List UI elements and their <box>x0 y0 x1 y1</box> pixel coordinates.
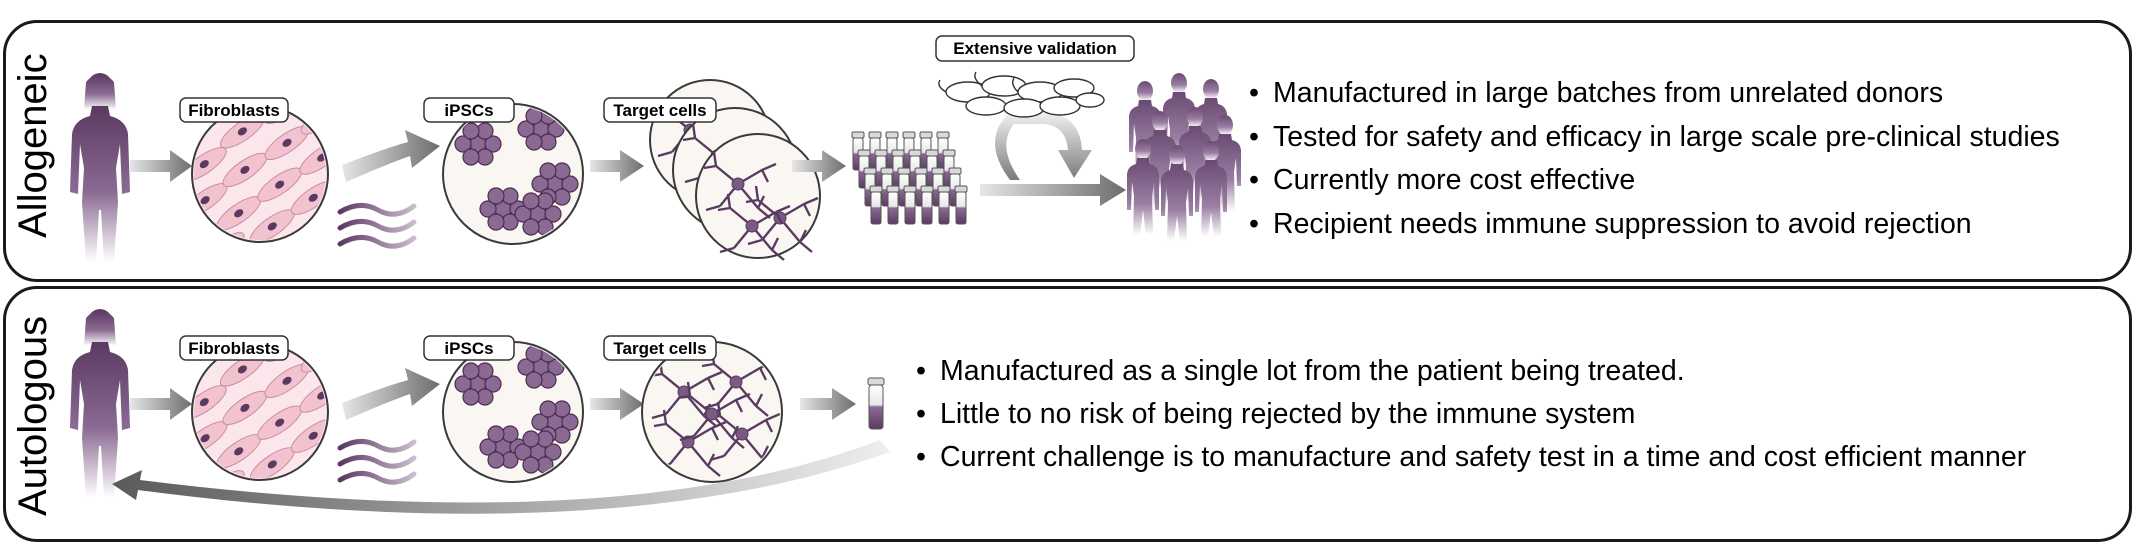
bullet-item: Recipient needs immune suppression to av… <box>1249 203 2060 247</box>
single-vial-icon <box>867 377 885 430</box>
arrow-icon <box>792 150 846 182</box>
reprogramming-waves-icon <box>337 439 417 485</box>
ipscs-tag: iPSCs <box>423 97 515 123</box>
bullet-item: Currently more cost effective <box>1249 159 2060 203</box>
svg-text:Fibroblasts: Fibroblasts <box>188 101 280 120</box>
reprogramming-arrow-icon <box>342 368 440 420</box>
autologous-bullet-list: Manufactured as a single lot from the pa… <box>916 350 2026 479</box>
arrow-icon <box>800 388 856 420</box>
bullet-item: Current challenge is to manufacture and … <box>916 436 2026 479</box>
fibroblasts-tag: Fibroblasts <box>179 97 289 123</box>
arrow-icon <box>130 388 192 420</box>
allogeneic-donor-icon <box>70 73 130 262</box>
svg-text:Target cells: Target cells <box>613 339 706 358</box>
ipsc-dish-icon <box>442 103 584 245</box>
bullet-item: Tested for safety and efficacy in large … <box>1249 116 2060 160</box>
vial-icon <box>886 185 900 225</box>
reprogramming-arrow-icon <box>342 130 440 182</box>
ipsc-dish-icon <box>442 341 584 483</box>
vial-icon <box>869 185 883 225</box>
allogeneic-bullet-list: Manufactured in large batches from unrel… <box>1249 72 2060 246</box>
target-cell-dish-icon <box>641 341 783 483</box>
autologous-patient-icon <box>70 309 130 498</box>
vial-icon <box>954 185 968 225</box>
reprogramming-waves-icon <box>337 203 417 249</box>
target-cells-tag: Target cells <box>603 97 717 123</box>
arrow-icon <box>590 388 644 420</box>
arrow-icon <box>980 174 1126 206</box>
recipients-crowd-icon <box>1127 73 1241 241</box>
svg-text:iPSCs: iPSCs <box>444 101 493 120</box>
vial-rack-icon <box>851 131 968 225</box>
extensive-validation-tag: Extensive validation <box>935 35 1135 62</box>
vial-icon <box>920 185 934 225</box>
vial-icon <box>903 185 917 225</box>
lab-mice-icon <box>938 71 1105 118</box>
fibroblasts-tag: Fibroblasts <box>179 335 289 361</box>
return-arrow-icon <box>112 440 890 514</box>
bullet-item: Manufactured in large batches from unrel… <box>1249 72 2060 116</box>
autologous-label: Autologous <box>11 316 55 516</box>
target-cells-tag: Target cells <box>603 335 717 361</box>
vial-icon <box>937 185 951 225</box>
ipscs-tag: iPSCs <box>423 335 515 361</box>
arrow-icon <box>590 150 644 182</box>
bullet-item: Little to no risk of being rejected by t… <box>916 393 2026 436</box>
svg-text:Extensive validation: Extensive validation <box>953 39 1116 58</box>
svg-text:Target cells: Target cells <box>613 101 706 120</box>
validation-loop-icon <box>995 112 1092 180</box>
allogeneic-label: Allogeneic <box>11 53 55 238</box>
bullet-item: Manufactured as a single lot from the pa… <box>916 350 2026 393</box>
svg-text:iPSCs: iPSCs <box>444 339 493 358</box>
arrow-icon <box>130 150 192 182</box>
svg-text:Fibroblasts: Fibroblasts <box>188 339 280 358</box>
